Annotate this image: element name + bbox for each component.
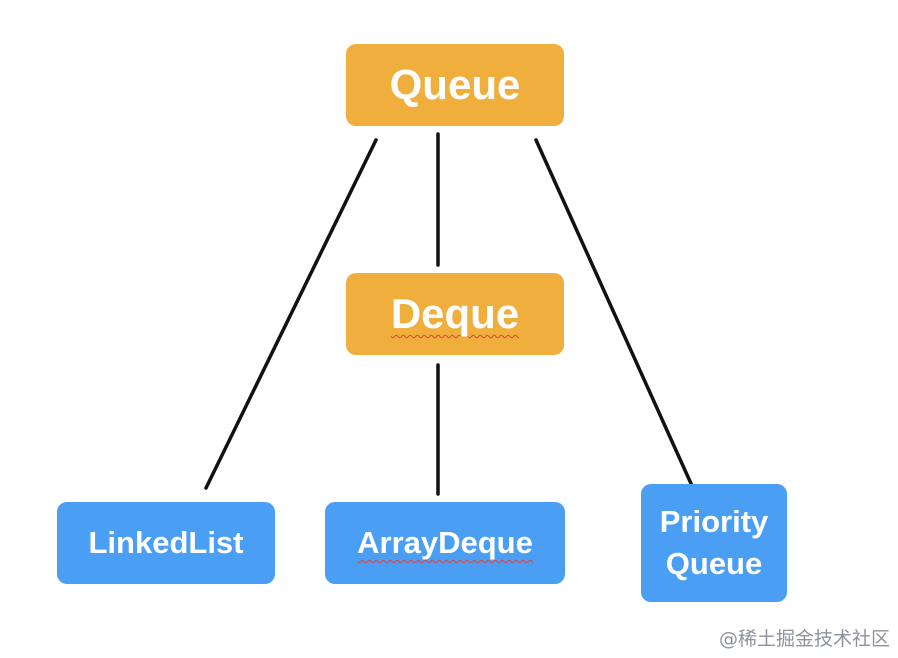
deque-node: Deque — [346, 273, 564, 355]
priorityqueue-label: Priority Queue — [659, 504, 769, 581]
arraydeque-node: ArrayDeque — [325, 502, 565, 584]
priorityqueue-node: Priority Queue — [641, 484, 787, 602]
deque-label: Deque — [390, 290, 520, 337]
linkedlist-node: LinkedList — [57, 502, 275, 584]
queue-node: Queue — [346, 44, 564, 126]
queue-label: Queue — [389, 61, 521, 108]
watermark: @稀土掘金技术社区 — [718, 628, 890, 650]
edge-queue-linkedlist — [204, 138, 378, 490]
linkedlist-label: LinkedList — [88, 525, 244, 561]
arraydeque-label: ArrayDeque — [357, 525, 533, 561]
edge-queue-priorityqueue — [534, 138, 695, 490]
